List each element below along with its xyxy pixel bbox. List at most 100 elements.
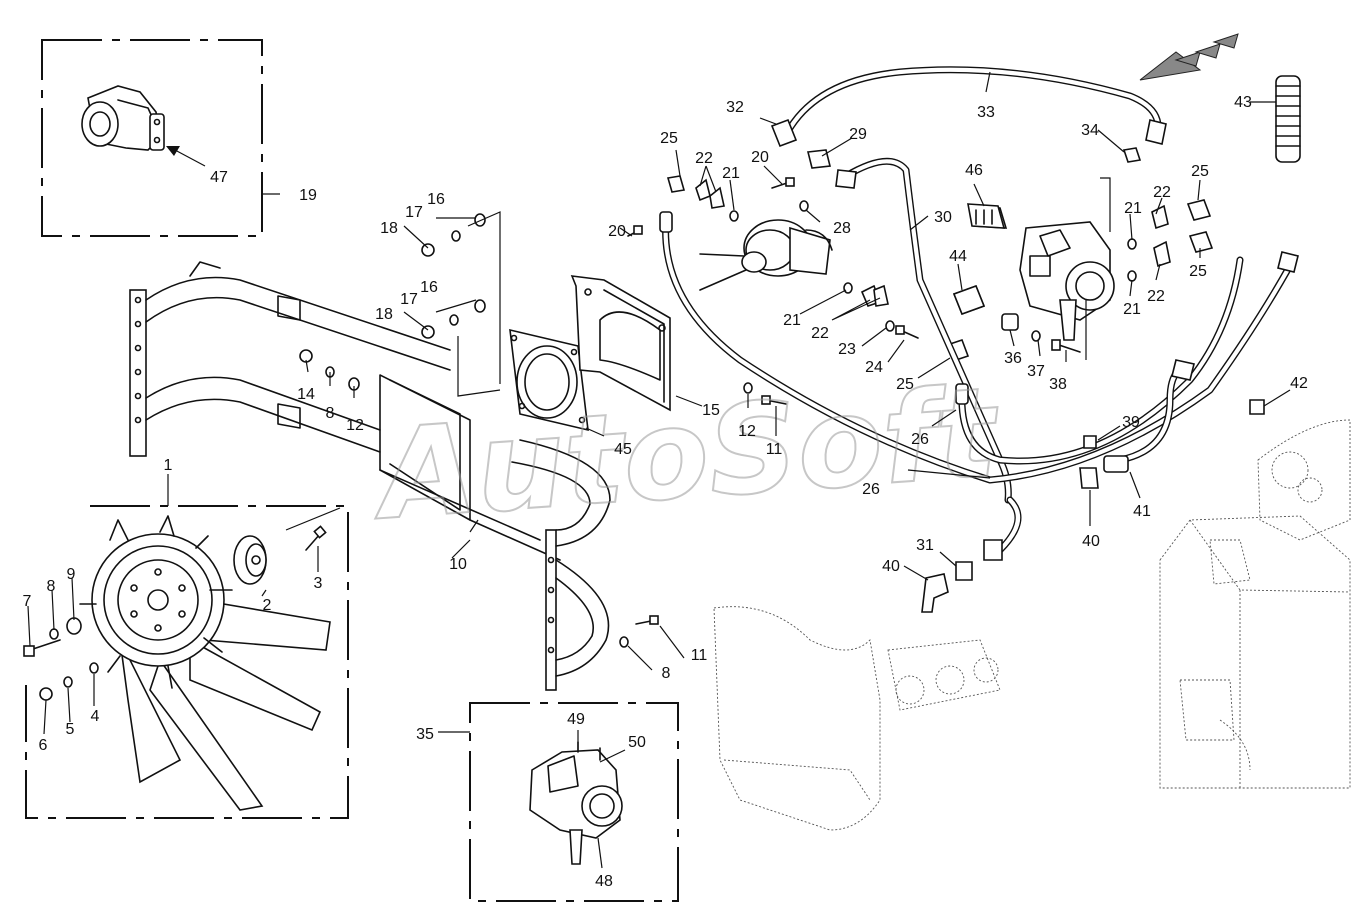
callout-12: 12 <box>346 417 364 434</box>
callout-37: 37 <box>1027 363 1045 380</box>
fan-hub-2 <box>233 535 267 597</box>
callout-17: 17 <box>405 204 423 221</box>
callout-49: 49 <box>567 711 585 728</box>
callout-16: 16 <box>420 279 438 296</box>
callout-18: 18 <box>380 220 398 237</box>
callout-28: 28 <box>833 220 851 237</box>
callout-labels: 1 2 3 4 5 6 7 8 8 8 9 10 11 11 12 12 14 … <box>23 94 1308 890</box>
callout-25: 25 <box>1189 263 1207 280</box>
clamps-21-22-center <box>666 175 970 362</box>
callout-9: 9 <box>67 566 76 583</box>
hose-31 <box>983 496 1022 561</box>
callout-20: 20 <box>608 223 626 240</box>
hose-26-long <box>659 211 1299 484</box>
callout-21: 21 <box>1124 200 1142 217</box>
callout-1: 1 <box>164 457 173 474</box>
callout-18: 18 <box>375 306 393 323</box>
callout-5: 5 <box>66 721 75 738</box>
callout-25: 25 <box>1191 163 1209 180</box>
cooling-fan-assembly <box>79 515 331 811</box>
callout-26: 26 <box>911 431 929 448</box>
callout-41: 41 <box>1133 503 1151 520</box>
callout-8: 8 <box>662 665 671 682</box>
callout-39: 39 <box>1122 414 1140 431</box>
fitting-46 <box>967 203 1006 229</box>
frame-fasteners <box>299 213 787 648</box>
callout-29: 29 <box>849 126 867 143</box>
detail-frame-19 <box>41 39 263 237</box>
callout-21: 21 <box>783 312 801 329</box>
fastener-stack-left <box>23 617 99 701</box>
callout-8: 8 <box>47 578 56 595</box>
callout-23: 23 <box>838 341 856 358</box>
callout-36: 36 <box>1004 350 1022 367</box>
machine-outline-ghost <box>713 419 1351 831</box>
callout-34: 34 <box>1081 122 1099 139</box>
callout-15: 15 <box>702 402 720 419</box>
front-direction-arrow-icon <box>1139 33 1239 81</box>
callout-12: 12 <box>738 423 756 440</box>
callout-40: 40 <box>882 558 900 575</box>
mounting-plate-45 <box>509 328 589 432</box>
callout-25: 25 <box>896 376 914 393</box>
callout-45: 45 <box>614 441 632 458</box>
callout-14: 14 <box>297 386 315 403</box>
filter-element-43 <box>1275 75 1301 163</box>
callout-21: 21 <box>1123 301 1141 318</box>
callout-22: 22 <box>1147 288 1165 305</box>
callout-35: 35 <box>416 726 434 743</box>
callout-30: 30 <box>934 209 952 226</box>
fan-support-frame-10 <box>129 261 611 691</box>
callout-3: 3 <box>314 575 323 592</box>
elbow-fitting-40 <box>921 561 973 613</box>
callout-32: 32 <box>726 99 744 116</box>
hose-26-lower <box>955 256 1244 465</box>
callout-6: 6 <box>39 737 48 754</box>
fittings-39-42 <box>1079 399 1265 489</box>
callout-20: 20 <box>751 149 769 166</box>
callout-22: 22 <box>1153 184 1171 201</box>
callout-25: 25 <box>660 130 678 147</box>
leader-lines <box>27 71 1291 735</box>
callout-2: 2 <box>263 597 272 614</box>
pump-detail-35 <box>529 730 626 869</box>
bolt-3 <box>305 525 327 551</box>
callout-31: 31 <box>916 537 934 554</box>
detail-frame-1 <box>25 505 349 819</box>
fitting-44 <box>952 284 986 316</box>
callout-16: 16 <box>427 191 445 208</box>
callout-47: 47 <box>210 169 228 186</box>
callout-26: 26 <box>862 481 880 498</box>
callout-19: 19 <box>299 187 317 204</box>
detail-frame-35 <box>469 702 679 902</box>
callout-42: 42 <box>1290 375 1308 392</box>
callout-46: 46 <box>965 162 983 179</box>
hose-41 <box>1103 359 1195 473</box>
callout-10: 10 <box>449 556 467 573</box>
callout-17: 17 <box>400 291 418 308</box>
callout-11: 11 <box>691 647 708 664</box>
callout-21: 21 <box>722 165 740 182</box>
callout-48: 48 <box>595 873 613 890</box>
callout-7: 7 <box>23 593 32 610</box>
callout-43: 43 <box>1234 94 1252 111</box>
fan-drive-motor <box>699 219 833 291</box>
frame-bolt-holes <box>134 296 555 654</box>
callout-24: 24 <box>865 359 883 376</box>
callout-38: 38 <box>1049 376 1067 393</box>
callout-50: 50 <box>628 734 646 751</box>
hydraulic-pump-assembly <box>1019 177 1115 360</box>
callout-11: 11 <box>766 441 783 458</box>
fan-bolt-holes <box>130 568 186 632</box>
callout-33: 33 <box>977 104 995 121</box>
callout-40: 40 <box>1082 533 1100 550</box>
callout-4: 4 <box>91 708 100 725</box>
hose-33 <box>770 66 1167 148</box>
callout-44: 44 <box>949 248 967 265</box>
callout-8: 8 <box>326 405 335 422</box>
callout-22: 22 <box>811 325 829 342</box>
callout-22: 22 <box>695 150 713 167</box>
motor-bracket-15 <box>570 275 671 412</box>
hydraulic-motor-47 <box>81 85 206 167</box>
